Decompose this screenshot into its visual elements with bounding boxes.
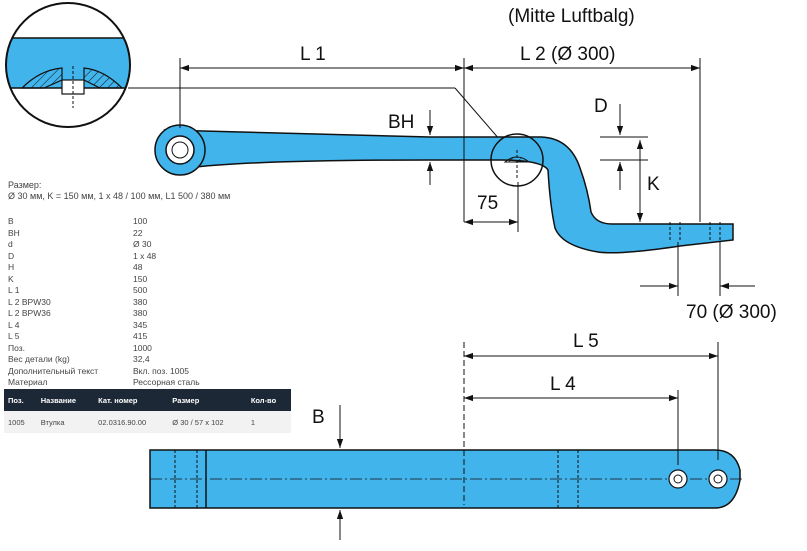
spec-header-line2: Ø 30 мм, K = 150 мм, 1 x 48 / 100 мм, L1… — [8, 191, 231, 201]
spec-row: Вес детали (kg) 32,4 — [8, 354, 293, 366]
spec-value: 150 — [133, 273, 148, 284]
spec-value: 1 x 48 — [133, 250, 157, 261]
dimension-lines-bottom — [330, 342, 719, 540]
spec-key: L 2 BPW30 — [8, 296, 51, 307]
spec-value: 48 — [133, 262, 143, 272]
spec-value: 500 — [133, 285, 148, 295]
bh-label: BH — [388, 112, 414, 133]
zoom-leader-line-diag — [454, 87, 501, 141]
spec-value: Вкл. поз. 1005 — [133, 365, 189, 376]
dim-70-label: 70 (Ø 300) — [686, 302, 777, 323]
spec-header-line1: Размер: — [8, 180, 42, 190]
parts-cell: 02.0316.90.00 — [94, 411, 169, 433]
spec-row: K 150 — [8, 274, 293, 286]
parts-header-cell: Кол-во — [246, 389, 291, 411]
dimension-lines-top — [179, 58, 755, 296]
spec-header: Размер: Ø 30 мм, K = 150 мм, 1 x 48 / 10… — [8, 180, 293, 202]
spring-top-view — [149, 449, 745, 509]
spec-list: Размер: Ø 30 мм, K = 150 мм, 1 x 48 / 10… — [8, 180, 293, 389]
spec-key: Поз. — [8, 342, 25, 353]
spec-value: 100 — [133, 216, 148, 226]
parts-header-cell: Кат. номер — [94, 389, 169, 411]
b-label: B — [312, 407, 325, 428]
spec-row: L 2 BPW36 380 — [8, 308, 293, 320]
spec-row: Поз. 1000 — [8, 343, 293, 355]
spec-key: L 5 — [8, 331, 20, 341]
k-label: K — [647, 174, 660, 195]
parts-header-cell: Поз. — [4, 389, 37, 411]
title-label: (Mitte Luftbalg) — [508, 6, 635, 27]
spec-key: D — [8, 250, 15, 261]
spec-row: L 1 500 — [8, 285, 293, 297]
spec-key: Вес детали (kg) — [8, 354, 70, 364]
spec-row: L 2 BPW30 380 — [8, 297, 293, 309]
parts-header-cell: Размер — [168, 389, 247, 411]
parts-cell: 1005 — [4, 411, 37, 433]
d-label: D — [594, 96, 608, 117]
parts-cell: 1 — [246, 411, 291, 433]
spec-value: 1000 — [133, 342, 152, 353]
spec-value: 32,4 — [133, 354, 150, 364]
spec-key: K — [8, 273, 14, 284]
spec-row: D 1 x 48 — [8, 251, 293, 263]
spec-row: B 100 — [8, 216, 293, 228]
spec-key: L 1 — [8, 285, 20, 295]
spec-row: L 4 345 — [8, 320, 293, 332]
spec-value: Рессорная сталь — [133, 377, 200, 387]
spec-value: Ø 30 — [133, 239, 152, 249]
spec-value: 415 — [133, 331, 148, 341]
spec-row: H 48 — [8, 262, 293, 274]
zoom-detail — [5, 2, 131, 128]
spec-key: B — [8, 216, 14, 226]
spec-row: d Ø 30 — [8, 239, 293, 251]
spec-key: Материал — [8, 377, 48, 387]
l1-label: L 1 — [300, 44, 326, 65]
spec-row: BH 22 — [8, 228, 293, 240]
spec-value: 22 — [133, 227, 143, 238]
spec-row: Материал Рессорная сталь — [8, 377, 293, 389]
spec-value: 380 — [133, 296, 148, 307]
detail-marker-circle — [490, 133, 544, 187]
parts-cell: Втулка — [36, 411, 95, 433]
spec-key: H — [8, 262, 15, 272]
spec-value: 345 — [133, 319, 148, 330]
spec-key: L 4 — [8, 319, 20, 330]
l5-label: L 5 — [573, 331, 599, 352]
spec-key: Дополнительный текст — [8, 365, 99, 376]
parts-header-cell: Название — [36, 389, 95, 411]
spec-key: L 2 BPW36 — [8, 308, 51, 318]
spec-row: L 5 415 — [8, 331, 293, 343]
l4-label: L 4 — [550, 374, 576, 395]
spec-key: BH — [8, 227, 20, 238]
spec-key: d — [8, 239, 13, 249]
spec-value: 380 — [133, 308, 148, 318]
l2-label: L 2 (Ø 300) — [520, 44, 615, 65]
parts-cell: Ø 30 / 57 x 102 — [168, 411, 247, 433]
dim-75-label: 75 — [477, 193, 498, 214]
spec-row: Дополнительный текст Вкл. поз. 1005 — [8, 366, 293, 378]
